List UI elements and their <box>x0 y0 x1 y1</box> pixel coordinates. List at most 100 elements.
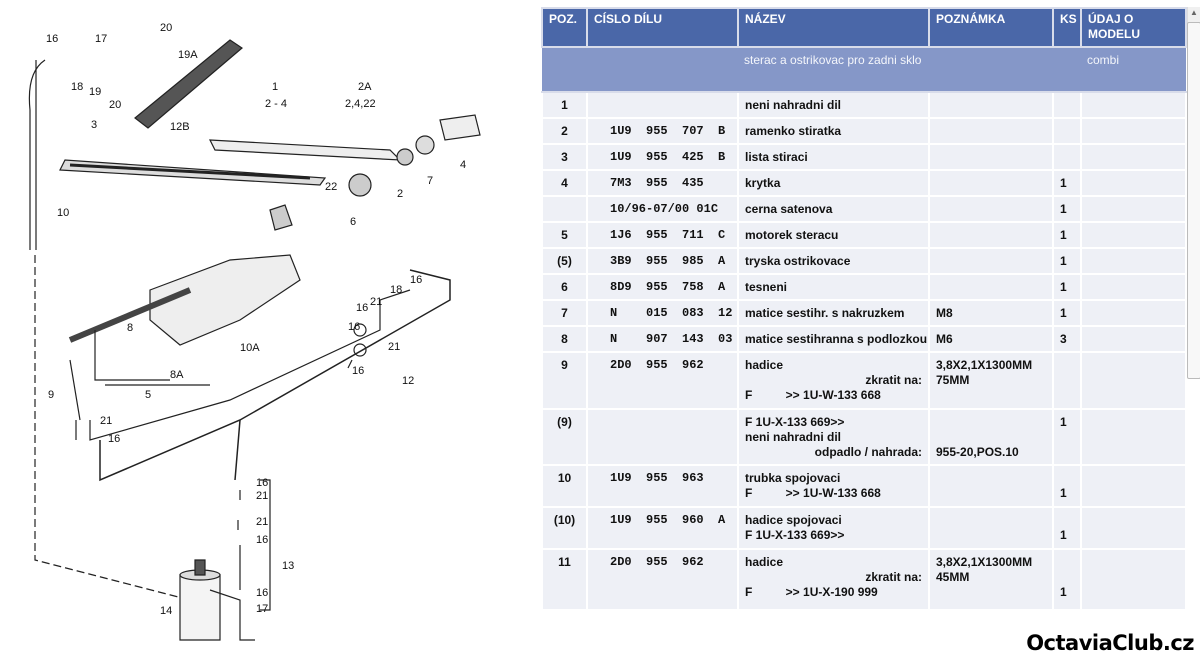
cell-poz: (10) <box>541 505 588 550</box>
wiper-arm <box>209 139 402 161</box>
cell-note <box>928 505 1054 550</box>
svg-text:4: 4 <box>460 159 466 171</box>
cell-name: krytka <box>737 168 930 197</box>
cell-part-number <box>586 407 739 466</box>
cell-part-number: 1U9 955 425 B <box>586 142 739 171</box>
nazev-line: F >> 1U-W-133 668 <box>745 485 881 500</box>
cell-model <box>1080 547 1187 611</box>
diagram-callouts: 16 17 20 19A 18 19 20 12B 1 2 - 4 2A 2,4… <box>46 22 466 617</box>
col-part-number: CÍSLO DÍLU <box>586 7 739 48</box>
cell-note <box>928 272 1054 301</box>
nazev-line: odpadlo / nahrada: <box>814 445 922 460</box>
watermark-logo: OctaviaClub.cz <box>1026 631 1194 655</box>
cell-poz: 4 <box>541 168 588 197</box>
cell-qty: 1 <box>1052 220 1082 249</box>
svg-text:2 - 4: 2 - 4 <box>265 98 287 110</box>
cell-name: lista stiraci <box>737 142 930 171</box>
nazev-line: tesneni <box>745 279 788 294</box>
note-line <box>936 430 1046 445</box>
svg-text:16: 16 <box>256 477 268 489</box>
cell-poz: (5) <box>541 246 588 275</box>
col-qty: KS <box>1052 7 1082 48</box>
ks-line: 1 <box>1060 585 1067 600</box>
svg-text:16: 16 <box>108 433 120 445</box>
group-name: sterac a ostrikovac pro zadni sklo <box>738 45 929 93</box>
cell-qty <box>1052 350 1082 410</box>
wiper-motor <box>149 254 301 346</box>
cell-poz: (9) <box>541 407 588 466</box>
cell-model <box>1080 505 1187 550</box>
note-line <box>936 415 1046 430</box>
scroll-up-icon[interactable]: ▲ <box>1190 8 1198 17</box>
ks-line <box>1060 570 1074 585</box>
nazev-line: hadice <box>745 554 784 569</box>
cell-poz: 5 <box>541 220 588 249</box>
note-line: 3,8X2,1X1300MM <box>936 554 1033 569</box>
svg-text:21: 21 <box>256 490 268 502</box>
nazev-line: zkratit na: <box>865 569 922 584</box>
cell-qty: 1 <box>1052 463 1082 508</box>
scrollbar-thumb[interactable] <box>1187 22 1200 379</box>
cell-note <box>928 220 1054 249</box>
tube-10 <box>28 59 46 250</box>
svg-text:10: 10 <box>57 207 69 219</box>
seal-6 <box>348 173 372 197</box>
cell-part-number: 8D9 955 758 A <box>586 272 739 301</box>
svg-text:1: 1 <box>272 81 278 93</box>
group-model: combi <box>1081 45 1186 93</box>
svg-text:14: 14 <box>160 605 172 617</box>
nazev-line: matice sestihranna s podlozkou <box>745 331 928 346</box>
col-model: ÚDAJ O MODELU <box>1080 7 1187 48</box>
cell-name: motorek steracu <box>737 220 930 249</box>
cell-model <box>1080 194 1187 223</box>
col-note: POZNÁMKA <box>928 7 1054 48</box>
note-line: M6 <box>936 331 953 346</box>
table-row[interactable]: 1 neni nahradni dil <box>541 90 1187 119</box>
svg-text:16: 16 <box>352 365 364 377</box>
nazev-line: neni nahradni dil <box>745 97 842 112</box>
cell-part-number: 1U9 955 963 <box>586 463 739 508</box>
svg-text:6: 6 <box>350 216 356 228</box>
cell-part-number: 1J6 955 711 C <box>586 220 739 249</box>
svg-text:16: 16 <box>46 33 58 45</box>
parts-diagram: 16 17 20 19A 18 19 20 12B 1 2 - 4 2A 2,4… <box>28 22 481 641</box>
col-name: NÁZEV <box>737 7 930 48</box>
cell-part-number: 7M3 955 435 <box>586 168 739 197</box>
cell-poz: 6 <box>541 272 588 301</box>
cell-model <box>1080 407 1187 466</box>
svg-text:21: 21 <box>388 341 400 353</box>
nazev-line: hadice <box>745 357 784 372</box>
svg-text:20: 20 <box>109 99 121 111</box>
nazev-line: F 1U-X-133 669>> <box>745 527 845 542</box>
svg-text:8: 8 <box>127 322 133 334</box>
cell-name: matice sestihr. s nakruzkem <box>737 298 930 327</box>
cell-model <box>1080 90 1187 119</box>
cell-poz: 1 <box>541 90 588 119</box>
table-header: POZ. CÍSLO DÍLU NÁZEV POZNÁMKA KS ÚDAJ O… <box>541 7 1187 48</box>
ks-line: 1 <box>1060 414 1067 429</box>
svg-text:3: 3 <box>91 119 97 131</box>
cell-name: neni nahradni dil <box>737 90 930 119</box>
ks-line: 1 <box>1060 485 1067 500</box>
nazev-line: trubka spojovaci <box>745 470 841 485</box>
cell-poz: 8 <box>541 324 588 353</box>
svg-text:12: 12 <box>402 375 414 387</box>
